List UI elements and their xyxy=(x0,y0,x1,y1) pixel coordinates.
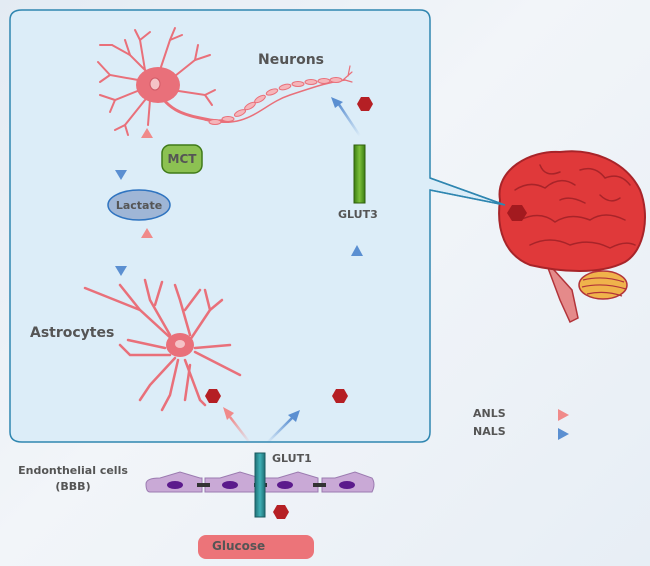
glucose-pill xyxy=(198,535,314,559)
astrocytes-label: Astrocytes xyxy=(30,325,115,341)
glut1-label: GLUT1 xyxy=(272,452,312,465)
glucose-hexagon xyxy=(332,389,348,403)
endothelial-cells xyxy=(145,471,375,493)
legend-nals-label: NALS xyxy=(473,425,506,438)
endothelial-label-line1: Endonthelial cells xyxy=(18,464,128,477)
glucose-hexagon xyxy=(273,505,289,519)
glucose-label: Glucose xyxy=(212,539,266,553)
glucose-hexagon xyxy=(357,97,373,111)
legend-anls-label: ANLS xyxy=(473,407,506,420)
neurons-label: Neurons xyxy=(258,52,325,68)
neuron-illustration xyxy=(97,27,353,136)
mct-box xyxy=(161,144,203,174)
glut3-label: GLUT3 xyxy=(338,208,378,221)
mct-label: MCT xyxy=(167,152,197,166)
glucose-hexagon xyxy=(205,389,221,403)
endothelial-label: Endonthelial cells (BBB) xyxy=(10,463,136,495)
endothelial-label-line2: (BBB) xyxy=(55,480,91,493)
lactate-node xyxy=(107,189,171,221)
glut1-transporter xyxy=(254,452,266,518)
lactate-label: Lactate xyxy=(115,198,163,212)
astrocyte-illustration xyxy=(83,278,242,412)
brain-illustration xyxy=(498,150,646,324)
lactate-arrows xyxy=(115,128,153,278)
zoom-panel xyxy=(9,9,506,443)
glut3-transporter xyxy=(353,144,366,204)
legend-arrows xyxy=(520,409,569,440)
brain-region-hexagon xyxy=(507,205,527,221)
